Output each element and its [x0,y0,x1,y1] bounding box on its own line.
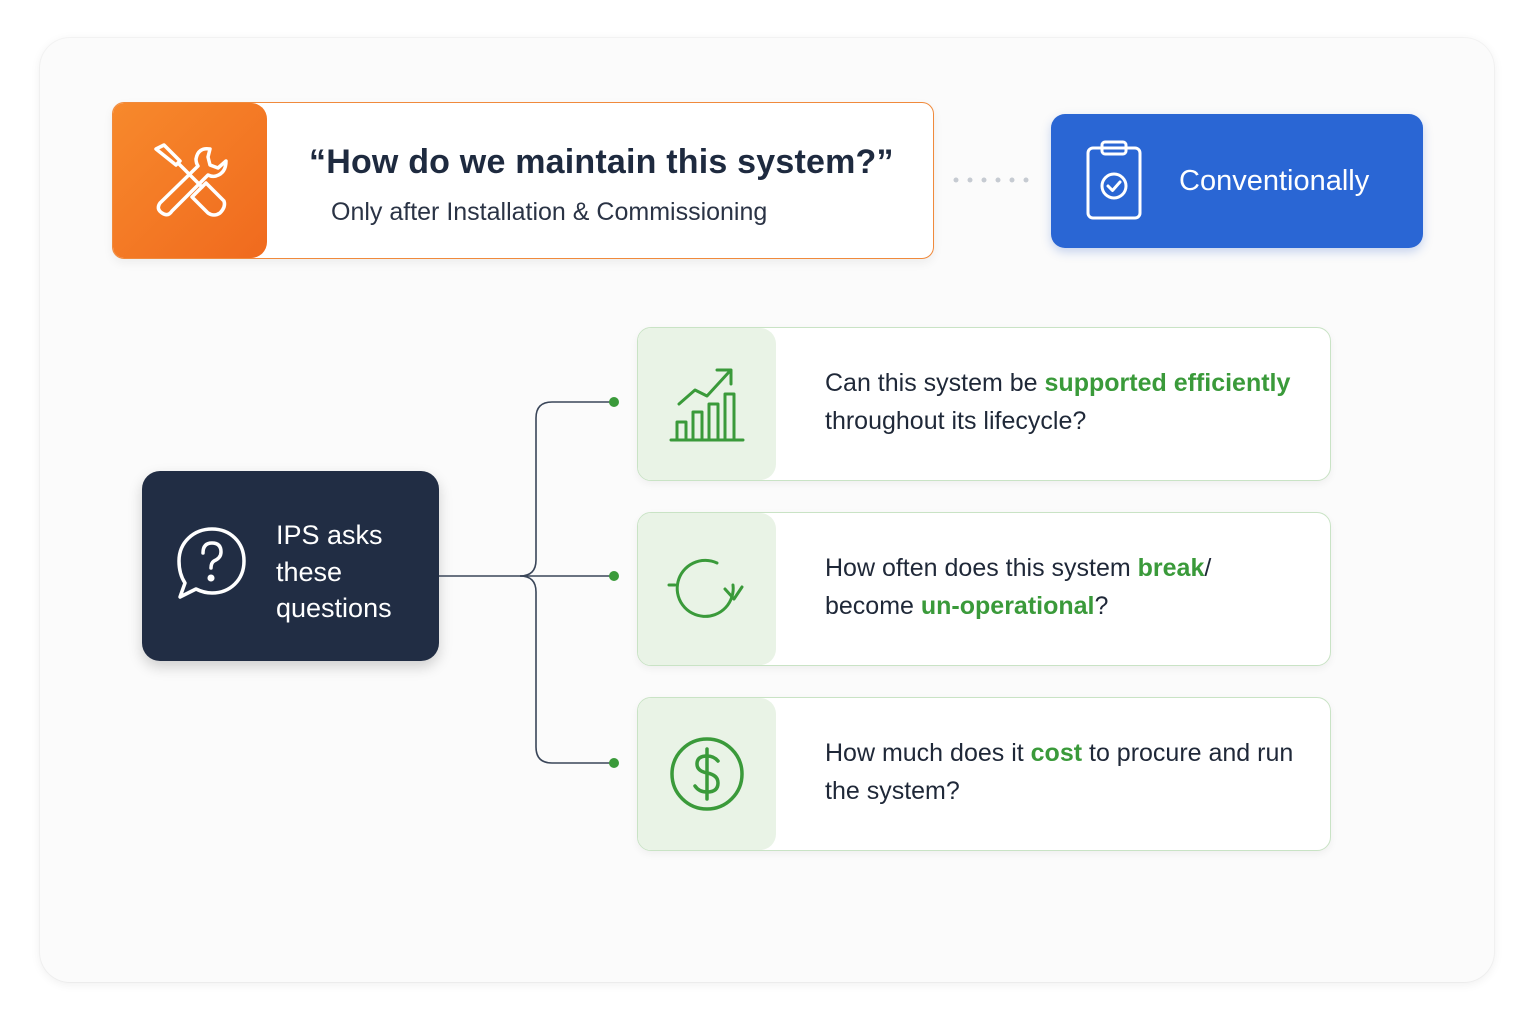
question-text: How often does this system break/ become… [825,549,1305,625]
ips-box: IPS asks these questions [142,471,439,661]
icon-cell [638,698,776,850]
question-bubble-icon [177,527,246,599]
highlight-efficiently: efficiently [1173,369,1291,397]
wrench-screwdriver-icon [154,143,228,217]
text-part: How much does it [825,739,1031,767]
conventionally-label: Conventionally [1179,165,1370,197]
text-part [1167,369,1174,397]
conventionally-box: Conventionally [1051,114,1423,248]
maintenance-question: “How do we maintain this system?” [309,143,894,181]
dotted-connector [953,177,1029,183]
text-part: to procure and run the system? [825,739,1294,805]
text-part: Can this system be [825,369,1045,397]
highlight-cost: cost [1030,739,1083,767]
ips-label: IPS asks these questions [276,517,436,627]
icon-cell [638,513,776,665]
tools-icon-cell [113,103,267,258]
clipboard-check-icon [1086,140,1142,220]
question-text: How much does it cost to procure and run… [825,734,1305,810]
highlight-un-operational: un-operational [920,592,1095,620]
ips-label-line: questions [276,593,392,623]
question-card-cost: How much does it cost to procure and run… [637,697,1331,851]
refresh-cycle-icon [667,558,744,618]
maintenance-subtitle: Only after Installation & Commissioning [331,198,768,226]
ips-label-line: these [276,556,343,587]
growth-chart-icon [669,368,745,442]
highlight-supported: supported [1044,369,1167,397]
text-part: throughout its lifecycle? [825,407,1087,435]
question-text: Can this system be supported efficiently… [825,364,1305,440]
question-card-reliability: How often does this system break/ become… [637,512,1331,666]
dollar-coin-icon [670,737,744,811]
question-card-lifecycle: Can this system be supported efficiently… [637,327,1331,481]
text-part: ? [1094,592,1109,620]
text-part: How often does this system [825,554,1138,582]
ips-label-line: IPS asks [276,520,383,550]
text-part: / become [825,554,1212,620]
icon-cell [638,328,776,480]
highlight-break: break [1137,554,1205,582]
maintenance-question-box: “How do we maintain this system?” Only a… [112,102,934,259]
